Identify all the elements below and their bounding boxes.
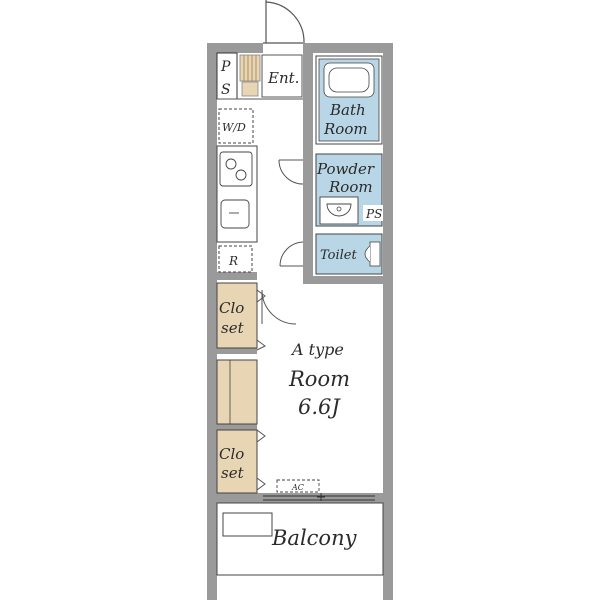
toilet-bowl-icon	[364, 245, 371, 263]
walls	[207, 43, 393, 600]
ac-label: AC	[291, 483, 304, 492]
ac-outdoor-unit-icon	[222, 512, 273, 537]
ps-s-label: S	[221, 82, 231, 98]
shoe-cabinet	[239, 54, 261, 97]
powder-room-label-2: Room	[328, 178, 373, 196]
toilet-label: Toilet	[320, 248, 357, 263]
room-type-label: A type	[290, 340, 344, 359]
storage-shelf	[216, 359, 258, 425]
stove-burner-icon	[235, 169, 247, 181]
closet-top-label-2: set	[221, 319, 245, 337]
sink-icon	[220, 199, 250, 229]
closet-bottom-label-2: set	[221, 464, 245, 482]
entrance-label: Ent.	[267, 69, 299, 87]
balcony-window	[263, 495, 375, 501]
refrigerator-space: R	[218, 245, 253, 273]
air-conditioner-icon	[276, 479, 320, 493]
toilet-room: Toilet	[315, 233, 383, 275]
wd-label: W/D	[222, 121, 246, 134]
bath-room-label-2: Room	[323, 120, 368, 138]
closet-bottom-label-1: Clo	[219, 445, 244, 463]
closet-top: Clo set	[216, 282, 266, 351]
powder-room: Powder Room PS	[315, 153, 383, 227]
kitchen-counter	[216, 145, 258, 243]
ps-p-label: P	[220, 59, 231, 75]
closet-bottom: Clo set	[216, 429, 266, 494]
washer-dryer-space: W/D	[218, 108, 254, 144]
powder-room-label-1: Powder	[316, 160, 375, 178]
interior-door-swings	[256, 159, 304, 325]
refrigerator-label: R	[228, 254, 238, 268]
ps-shaft-right-label: PS	[365, 207, 382, 221]
closet-top-label-1: Clo	[219, 299, 244, 317]
bath-room: Bath Room	[315, 55, 383, 145]
balcony: Balcony	[216, 502, 384, 576]
room-size-label: 6.6J	[298, 395, 341, 419]
room-name-label: Room	[288, 367, 350, 391]
main-room: A type Room 6.6J AC	[276, 340, 350, 501]
entrance-area	[261, 54, 303, 98]
ps-shaft-left: P S	[216, 52, 238, 100]
entrance-door	[263, 0, 305, 44]
stove-burner-icon	[225, 158, 237, 170]
balcony-label: Balcony	[271, 526, 358, 550]
bath-room-label-1: Bath	[329, 101, 366, 119]
toilet-tank-icon	[369, 241, 381, 267]
